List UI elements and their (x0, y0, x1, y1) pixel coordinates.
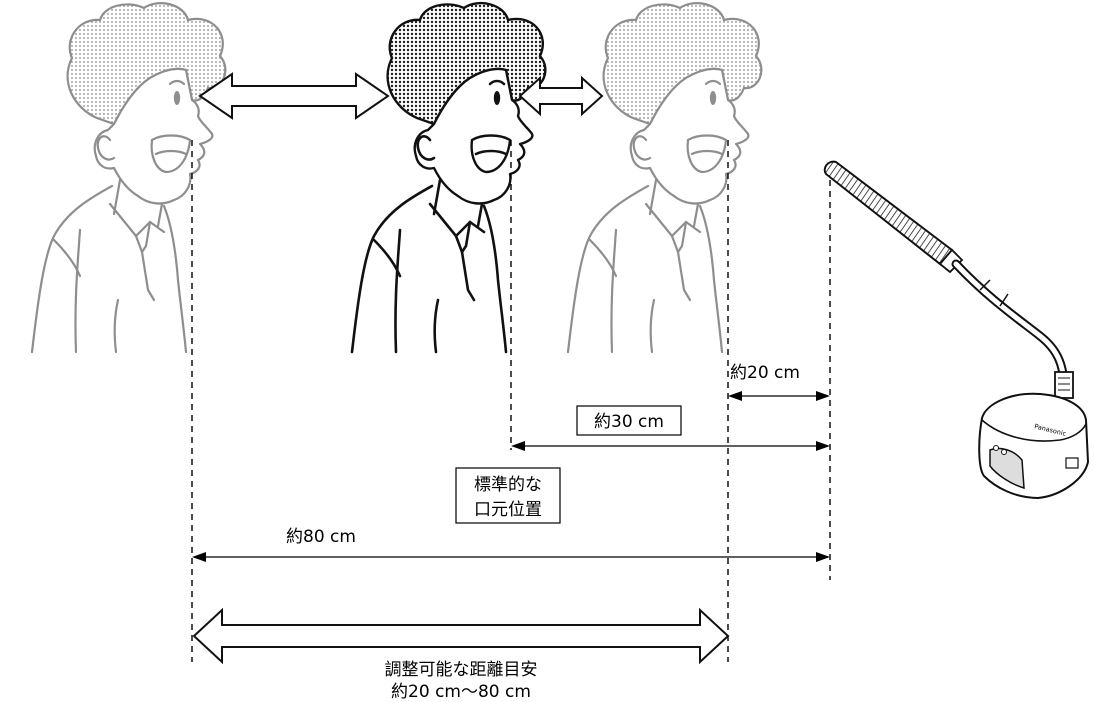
label-standard-position-box (455, 467, 561, 524)
adjustable-range-arrow (192, 607, 730, 665)
label-standard-position-line1: 標準的な (474, 475, 542, 495)
label-80cm: 約80 cm (286, 527, 356, 547)
label-20cm: 約20 cm (730, 363, 800, 383)
label-adjustable-range-line2: 約20 cm〜80 cm (391, 682, 531, 702)
label-adjustable-range-line1: 調整可能な距離目安 (385, 660, 538, 680)
near-position-person (566, 2, 763, 354)
dimension-80cm (192, 552, 830, 562)
label-30cm: 約30 cm (594, 412, 664, 432)
movement-arrow-far-to-standard (198, 72, 390, 120)
gooseneck-microphone: Panasonic (823, 160, 1090, 500)
label-30cm-box (576, 405, 682, 436)
far-position-person (30, 2, 227, 354)
standard-position-person (350, 1, 547, 354)
label-standard-position-line2: 口元位置 (474, 500, 542, 520)
movement-arrow-standard-to-near (518, 75, 604, 117)
dimension-20cm (728, 391, 830, 401)
dimension-30cm (511, 441, 830, 451)
